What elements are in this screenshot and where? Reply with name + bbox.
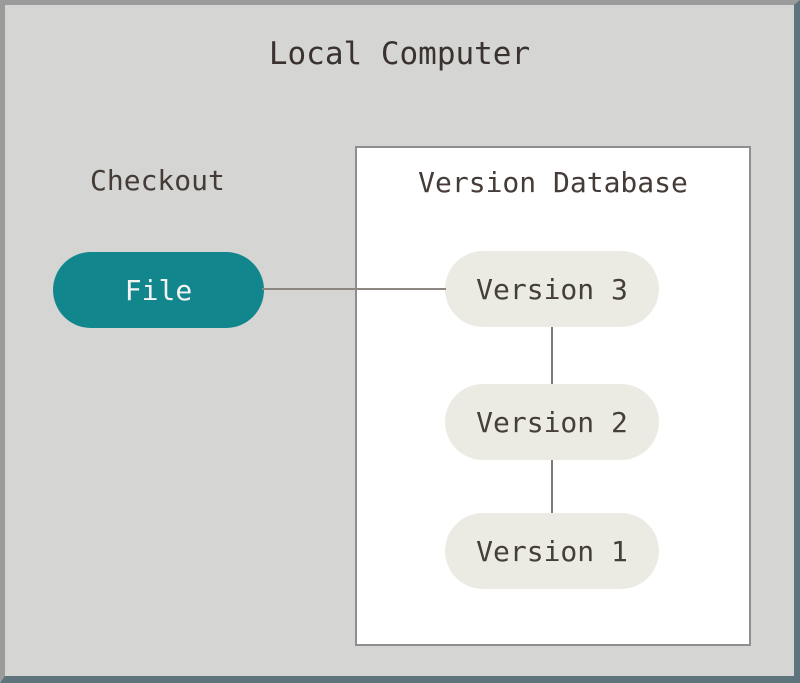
connector-version3-to-version2 xyxy=(551,327,553,384)
file-node-label: File xyxy=(124,273,193,307)
version3-node-label: Version 3 xyxy=(476,272,628,306)
version2-node-label: Version 2 xyxy=(476,405,628,439)
version-database-title: Version Database xyxy=(418,166,688,199)
connector-version2-to-version1 xyxy=(551,460,553,513)
version-database-box: Version Database Version 3 Version 2 Ver… xyxy=(355,146,751,646)
version2-node: Version 2 xyxy=(445,384,659,460)
connector-file-to-version3 xyxy=(262,288,446,290)
checkout-label: Checkout xyxy=(90,164,225,197)
version1-node: Version 1 xyxy=(445,513,659,589)
version3-node: Version 3 xyxy=(445,251,659,327)
version1-node-label: Version 1 xyxy=(476,534,628,568)
file-node: File xyxy=(53,252,264,328)
diagram-title: Local Computer xyxy=(268,36,531,72)
